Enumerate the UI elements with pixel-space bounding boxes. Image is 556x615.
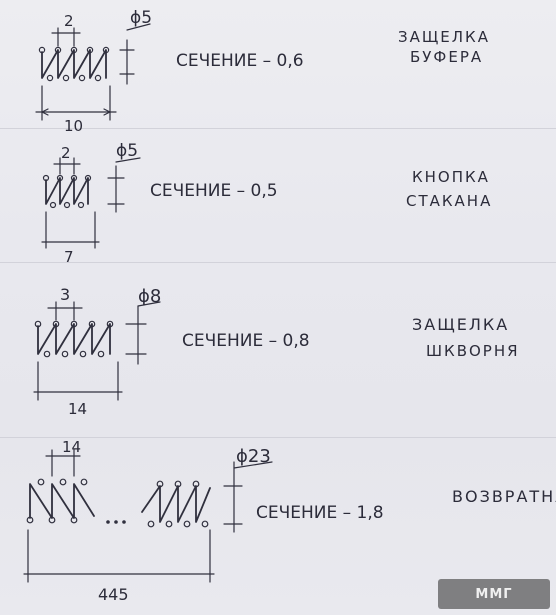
spring-3-pitch-label: 3	[60, 285, 70, 304]
site-watermark-logo: ММГ	[438, 579, 550, 609]
spring-4-coil-left	[29, 483, 95, 519]
spring-4-coil-ends	[26, 478, 209, 528]
spring-3-coil	[37, 323, 111, 355]
spring-4-diameter-dimension	[223, 461, 273, 533]
spring-2-length-label: 7	[64, 248, 74, 266]
spring-3-coil-ends	[34, 320, 114, 358]
spring-1-name-line2: БУФЕРА	[410, 48, 483, 66]
spring-4-section: СЕЧЕНИЕ – 1,8	[256, 503, 384, 523]
spring-1-section: СЕЧЕНИЕ – 0,6	[176, 51, 304, 71]
spring-4-length-dimension	[23, 529, 215, 583]
spring-2-coil-ends	[42, 174, 92, 209]
spring-4-coil-right	[141, 485, 211, 523]
spring-2-diagram: 2 ϕ5 7 СЕЧЕНИЕ – 0,5 КНОПКА СТАКАНА	[41, 141, 492, 266]
spring-3-length-label: 14	[68, 400, 87, 418]
spring-4-pitch-label: 14	[62, 438, 81, 456]
spring-2-coil	[45, 177, 89, 205]
spring-4-name-line1: ВОЗВРАТНА	[452, 487, 556, 506]
spring-3-diameter-dimension	[125, 301, 161, 365]
spring-1-diameter-dimension	[119, 23, 151, 85]
spring-3-section: СЕЧЕНИЕ – 0,8	[182, 331, 310, 351]
spring-1-diameter-label: ϕ5	[130, 8, 152, 28]
paper-fold-line	[0, 437, 556, 438]
spring-1-pitch-label: 2	[64, 12, 74, 30]
spring-2-pitch-label: 2	[61, 144, 71, 162]
spring-2-diameter-dimension	[107, 157, 141, 213]
spring-2-diameter-label: ϕ5	[116, 141, 138, 161]
spring-3-name-line1: ЗАЩЕЛКА	[412, 315, 509, 334]
spring-1-coil-ends	[38, 46, 110, 82]
spring-1-name-line1: ЗАЩЕЛКА	[398, 28, 490, 46]
spring-4-length-label: 445	[98, 585, 129, 604]
spring-2-section: СЕЧЕНИЕ – 0,5	[150, 181, 278, 201]
spring-2-name-line1: КНОПКА	[412, 168, 490, 186]
spring-1-coil	[41, 49, 107, 79]
spring-1-length-dimension	[35, 85, 117, 121]
spring-4-pitch-dimension	[45, 449, 81, 477]
watermark-text: ММГ	[475, 586, 513, 602]
spring-1-diagram: 2 ϕ5 10 СЕЧЕНИЕ – 0,6 ЗАЩЕЛКА БУФЕРА	[35, 8, 490, 135]
spring-2-length-dimension	[41, 211, 100, 249]
spring-4-diagram: 14 ϕ23 445 СЕЧЕНИЕ – 1,8 ВОЗВРАТНА	[23, 438, 556, 604]
spring-2-pitch-dimension	[53, 157, 81, 175]
spring-3-diameter-label: ϕ8	[138, 286, 161, 307]
spring-3-pitch-dimension	[47, 301, 83, 321]
spring-4-ellipsis	[106, 520, 126, 524]
spring-1-length-label: 10	[64, 117, 83, 135]
spring-3-diagram: 3 ϕ8 14 СЕЧЕНИЕ – 0,8 ЗАЩЕЛКА ШКВОРНЯ	[33, 285, 520, 418]
spring-1-pitch-dimension	[51, 27, 81, 47]
paper-fold-line	[0, 128, 556, 129]
spring-4-diameter-label: ϕ23	[236, 446, 271, 467]
spring-3-name-line2: ШКВОРНЯ	[426, 342, 520, 360]
spring-3-length-dimension	[33, 361, 123, 401]
spring-2-name-line2: СТАКАНА	[406, 192, 492, 210]
paper-fold-line	[0, 262, 556, 263]
